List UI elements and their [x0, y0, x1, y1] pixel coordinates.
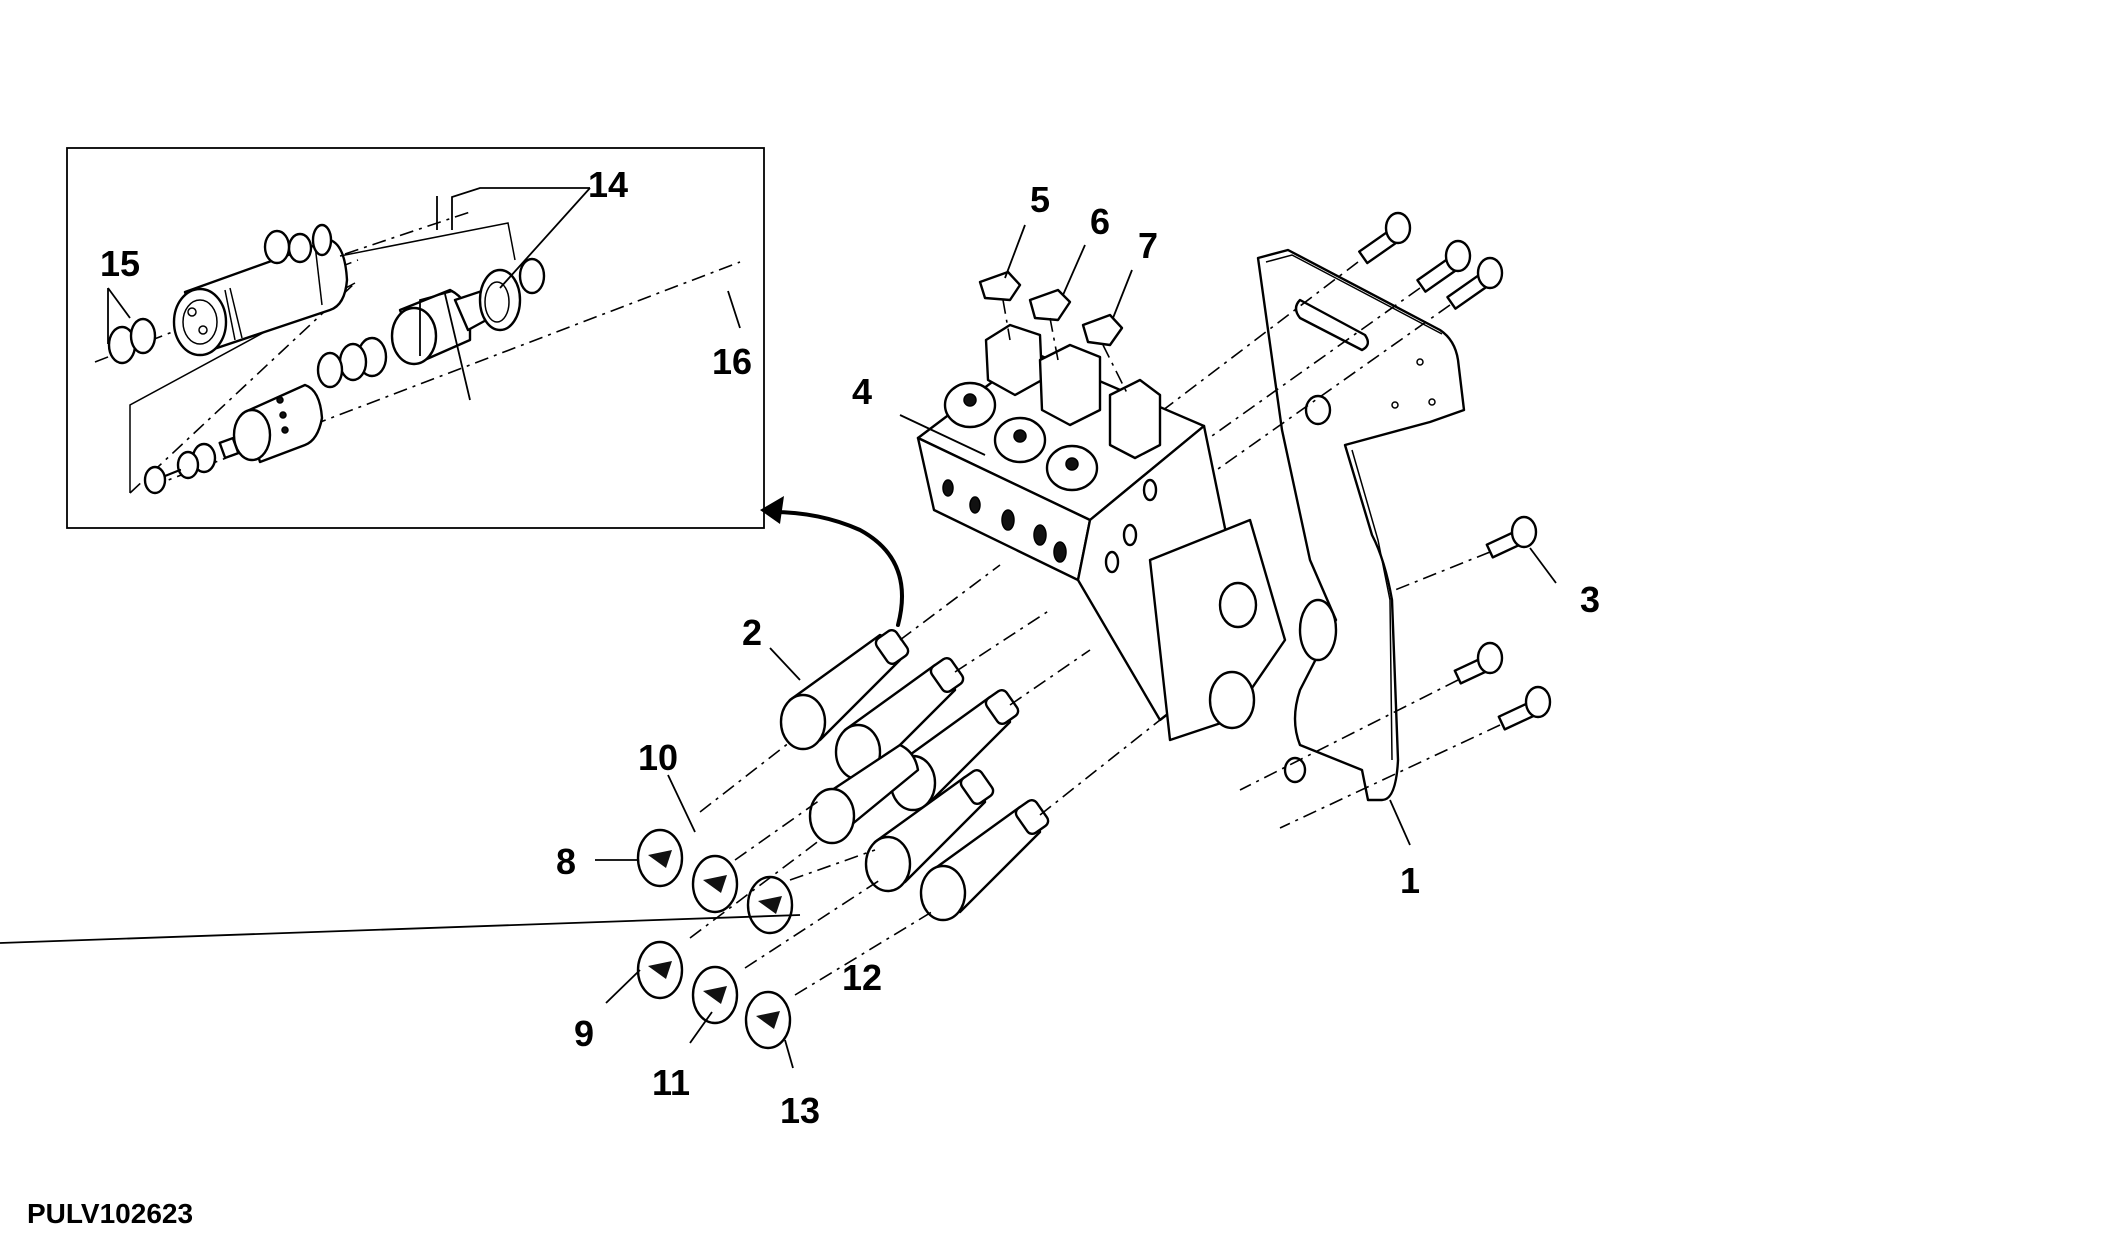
seal-ring-14c	[311, 223, 333, 257]
leader-9	[605, 969, 641, 1004]
assembly-line	[794, 909, 936, 996]
valve-sleeve	[232, 383, 324, 464]
bolt	[1416, 239, 1472, 293]
inset-centerline	[149, 261, 741, 488]
callout-16: 16	[712, 341, 752, 382]
assembly-line	[899, 564, 1001, 641]
bolt	[1485, 515, 1538, 559]
assembly-line	[1239, 679, 1459, 791]
callout-2: 2	[742, 612, 762, 653]
inset-bracket-line	[339, 222, 516, 261]
leader-6	[1062, 244, 1086, 296]
callout-11: 11	[652, 1062, 690, 1103]
callout-12: 12	[842, 957, 882, 998]
leader-12	[0, 914, 801, 944]
dust-caps	[636, 828, 794, 1050]
assembly-line	[1009, 649, 1091, 706]
seal-ring-14f	[316, 351, 344, 389]
leader-13	[784, 1039, 794, 1069]
leader-5	[1004, 224, 1026, 279]
coupler	[779, 628, 910, 751]
coupler	[919, 798, 1050, 922]
callout-6: 6	[1090, 201, 1110, 242]
assembly-line	[1039, 719, 1161, 816]
assembly-line	[1394, 551, 1491, 591]
coupler	[864, 768, 995, 893]
assembly-line	[1279, 724, 1501, 829]
inset-centerline	[344, 211, 471, 255]
detail-reference-arrow	[770, 510, 904, 627]
assembly-line	[954, 609, 1051, 673]
callout-14: 14	[588, 164, 628, 205]
assembly-line	[734, 799, 821, 861]
poppet-head	[143, 465, 167, 495]
leader-1	[1389, 799, 1411, 846]
assembly-line	[1002, 299, 1011, 341]
assembly-line	[1049, 317, 1059, 361]
leader-15	[107, 287, 131, 319]
valve-block	[916, 350, 1287, 742]
coupler	[808, 743, 920, 845]
leader-14	[419, 290, 454, 356]
leader-10	[667, 774, 696, 833]
valve-cap-7	[1081, 313, 1124, 347]
leader-3	[1529, 547, 1557, 584]
leader-7	[1112, 269, 1133, 319]
leader-11	[689, 1011, 713, 1044]
leader-4	[899, 414, 986, 456]
bolt	[1358, 211, 1412, 265]
inset-centerline	[129, 282, 356, 494]
bolt	[1497, 685, 1552, 731]
leader-14	[499, 187, 591, 289]
seal-ring-15b	[129, 317, 157, 355]
callout-10: 10	[638, 737, 678, 778]
seal-ring-14a	[287, 232, 313, 264]
valve-cap-5	[978, 270, 1022, 302]
callout-5: 5	[1030, 179, 1050, 220]
valve-cartridges	[943, 323, 1162, 492]
assembly-line	[744, 879, 881, 969]
coupler-body-upper	[172, 238, 349, 357]
callout-7: 7	[1138, 225, 1158, 266]
assembly-line	[1102, 344, 1129, 396]
quick-couplers	[779, 628, 1050, 922]
valve-cap-6	[1028, 288, 1072, 322]
seal-ring-14e	[338, 342, 368, 382]
leader-14	[444, 293, 471, 401]
mounting-bracket	[1256, 248, 1466, 802]
bolt	[1446, 256, 1504, 310]
leader-2	[769, 647, 801, 681]
assembly-line	[1149, 287, 1421, 481]
arrow-head-icon	[760, 496, 784, 524]
washer	[176, 450, 200, 480]
callout-13: 13	[780, 1090, 820, 1131]
callout-8: 8	[556, 841, 576, 882]
inset-detail: 14 15 16	[66, 147, 765, 529]
callout-15: 15	[100, 243, 140, 284]
callout-9: 9	[574, 1013, 594, 1054]
leader-14	[451, 187, 590, 230]
callout-3: 3	[1580, 579, 1600, 620]
callout-4: 4	[852, 371, 872, 412]
assembly-line	[699, 741, 791, 813]
callout-1: 1	[1400, 860, 1420, 901]
figure-id: PULV102623	[27, 1198, 193, 1229]
spring	[218, 436, 240, 460]
bolt-group	[1358, 211, 1552, 731]
leader-16	[727, 290, 741, 329]
assembly-line	[789, 849, 876, 881]
seal-ring-14b	[263, 229, 291, 265]
bolt	[1453, 641, 1504, 685]
